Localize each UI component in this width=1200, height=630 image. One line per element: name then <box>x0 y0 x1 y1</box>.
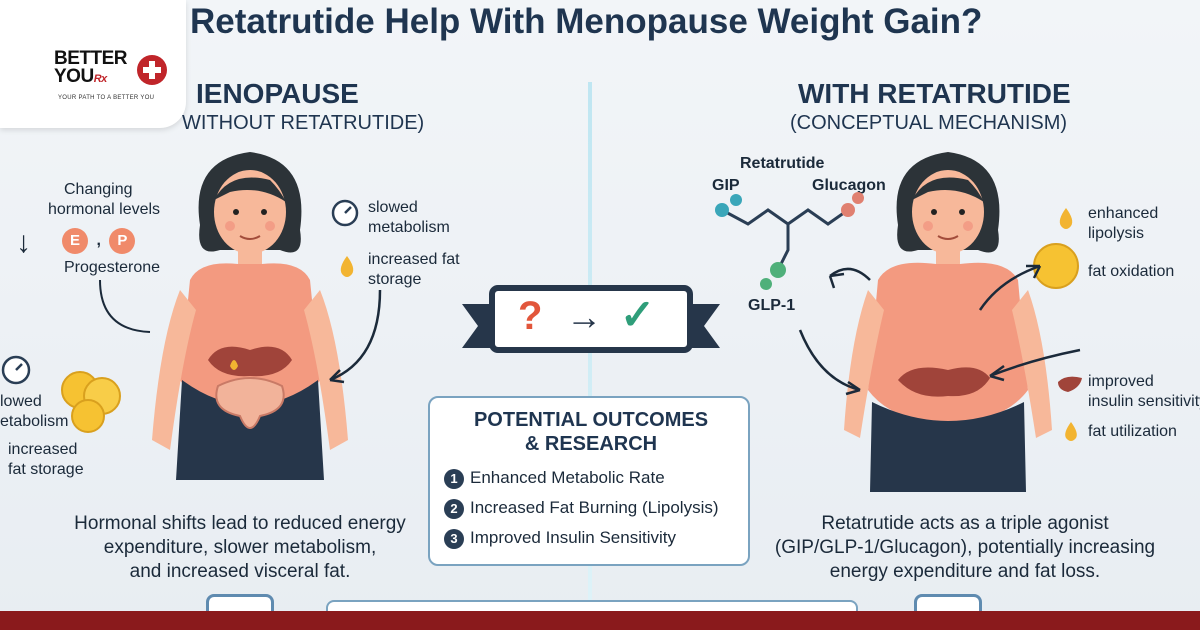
arrow-icon: → <box>566 296 602 337</box>
left-connector-arrows <box>99 279 382 384</box>
gauge-icon <box>331 199 359 227</box>
lipolysis-label-2: lipolysis <box>1088 225 1145 242</box>
insulin-label-1: improved <box>1088 373 1154 390</box>
molecule-structure-icon <box>715 192 864 290</box>
side-fat-label-1: increased <box>8 441 78 458</box>
molecule-name: Retatrutide <box>740 155 825 172</box>
utilization-drop-icon <box>1065 422 1077 441</box>
fat-cells-icon <box>61 371 121 433</box>
side-gauge-icon <box>1 355 31 385</box>
right-caption: Retatrutide acts as a triple agonist (GI… <box>774 513 1156 582</box>
fat-drop-icon <box>340 256 354 277</box>
outcomes-title: POTENTIAL OUTCOMES & RESEARCH <box>473 409 709 455</box>
progesterone-label: Progesterone <box>64 259 161 276</box>
progesterone-badge: P <box>109 228 136 254</box>
lipolysis-drop-icon <box>1059 208 1073 229</box>
side-slowed-label-1: lowed <box>0 393 42 410</box>
logo-tagline: YOUR PATH TO A BETTER YOU <box>58 95 155 101</box>
right-connector-arrows <box>798 264 1081 396</box>
fat-storage-label-1: increased fat <box>368 251 460 268</box>
left-section-subtitle: WITHOUT RETATRUTIDE) <box>182 112 425 134</box>
hormone-badges: E , P <box>62 228 136 254</box>
fat-storage-label-2: storage <box>368 271 422 288</box>
woman-with-treatment-illustration <box>844 152 1052 492</box>
down-arrow-icon: ↓ <box>16 226 31 259</box>
brand-footer-bar <box>0 611 1200 630</box>
hormonal-label-2: hormonal levels <box>48 201 161 218</box>
insulin-label-2: insulin sensitivity <box>1088 393 1200 410</box>
question-icon: ? <box>518 294 543 338</box>
gip-label: GIP <box>712 177 740 194</box>
check-icon: ✓ <box>620 291 656 338</box>
lipolysis-label-1: enhanced <box>1088 205 1159 222</box>
transition-banner <box>462 285 720 353</box>
side-fat-label-2: fat storage <box>8 461 84 478</box>
medical-cross-icon <box>137 55 167 85</box>
liver-icon <box>1058 376 1082 392</box>
left-caption: Hormonal shifts lead to reduced energy e… <box>74 513 406 582</box>
right-section-subtitle: (CONCEPTUAL MECHANISM) <box>790 112 1068 134</box>
glucagon-label: Glucagon <box>812 177 886 194</box>
slowed-metabolism-label-2: metabolism <box>368 219 450 236</box>
side-slowed-label-2: etabolism <box>0 413 69 430</box>
left-section-title: IENOPAUSE <box>196 78 359 109</box>
glp1-label: GLP-1 <box>748 297 796 314</box>
logo-wordmark: BETTER YOURx <box>54 48 128 87</box>
woman-without-treatment-illustration <box>152 152 348 480</box>
hormonal-label-1: Changing <box>64 181 133 198</box>
right-section-title: WITH RETATRUTIDE <box>798 78 1071 109</box>
page-title: Retatrutide Help With Menopause Weight G… <box>190 2 983 41</box>
estrogen-badge: E <box>62 228 88 254</box>
slowed-metabolism-label-1: slowed <box>368 199 418 216</box>
fat-oxidation-label: fat oxidation <box>1088 263 1175 280</box>
fat-utilization-label: fat utilization <box>1088 423 1177 440</box>
brand-logo[interactable]: BETTER YOURx YOUR PATH TO A BETTER YOU <box>0 0 186 128</box>
